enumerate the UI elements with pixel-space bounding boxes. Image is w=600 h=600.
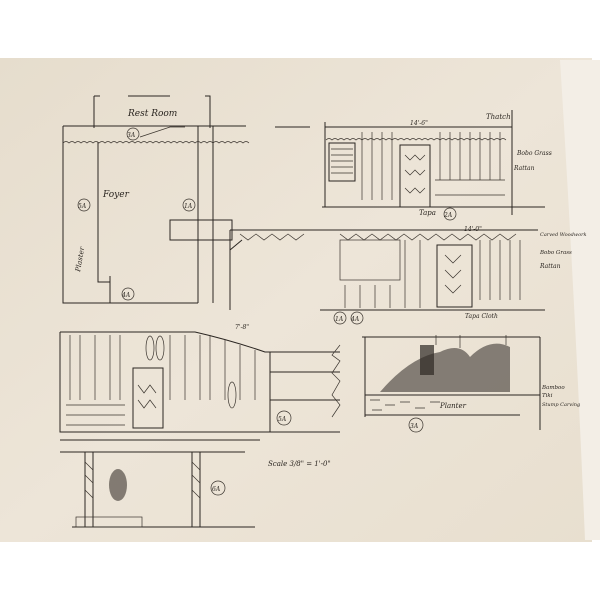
label-tiki: Tiki [542, 393, 553, 399]
label-grass-2a: Bobo Grass [516, 150, 552, 157]
tag-1a: 1A [335, 316, 344, 323]
elevation-1a-4a: 14'-0" Carved Woodwork Bobo Grass Rattan… [229, 226, 587, 325]
dimension-1a-4a: 14'-0" [464, 226, 482, 233]
tag-4a-plan: 4A [121, 292, 131, 299]
elevation-5a: 7'-8" 5A [59, 324, 341, 433]
label-foyer: Foyer [102, 190, 130, 200]
label-stump-carving: Stump Carving [542, 402, 580, 408]
scale-note: Scale 3/8" = 1'-0" [268, 460, 331, 468]
label-rattan-1a: Rattan [539, 263, 561, 270]
dimension-5a: 7'-8" [235, 324, 249, 331]
dimension-2a: 14'-6" [410, 120, 428, 127]
tag-6a: 6A [212, 486, 221, 493]
label-thatch: Thatch [486, 113, 511, 121]
label-tapa-cloth: Tapa Cloth [465, 313, 498, 320]
tag-3a-plan: 3A [127, 132, 136, 139]
paper-curl [560, 60, 600, 540]
paper-sheet [0, 58, 592, 542]
tag-3a-planter: 3A [410, 423, 419, 430]
tag-1a-plan: 1A [184, 203, 193, 210]
elevation-2a: 14'-6" Thatch Bobo Grass Rattan Tapa 2A [275, 110, 552, 221]
elevation-planter: Bamboo Tiki Stump Carving Planter 3A [362, 335, 580, 433]
elevation-6a: 6A [60, 439, 260, 528]
tag-5a: 5A [278, 416, 287, 423]
label-rattan-2a: Rattan [513, 165, 535, 172]
tag-5a-plan: 5A [78, 203, 87, 210]
label-grass-1a: Bobo Grass [539, 250, 572, 256]
label-tapa: Tapa [419, 209, 436, 217]
label-planter: Planter [439, 402, 467, 410]
label-rest-room: Rest Room [127, 109, 177, 119]
tag-4a: 4A [350, 316, 360, 323]
label-bamboo: Bamboo [541, 385, 565, 391]
label-carved-woodwork: Carved Woodwork [540, 232, 587, 238]
tag-2a: 2A [443, 212, 453, 219]
